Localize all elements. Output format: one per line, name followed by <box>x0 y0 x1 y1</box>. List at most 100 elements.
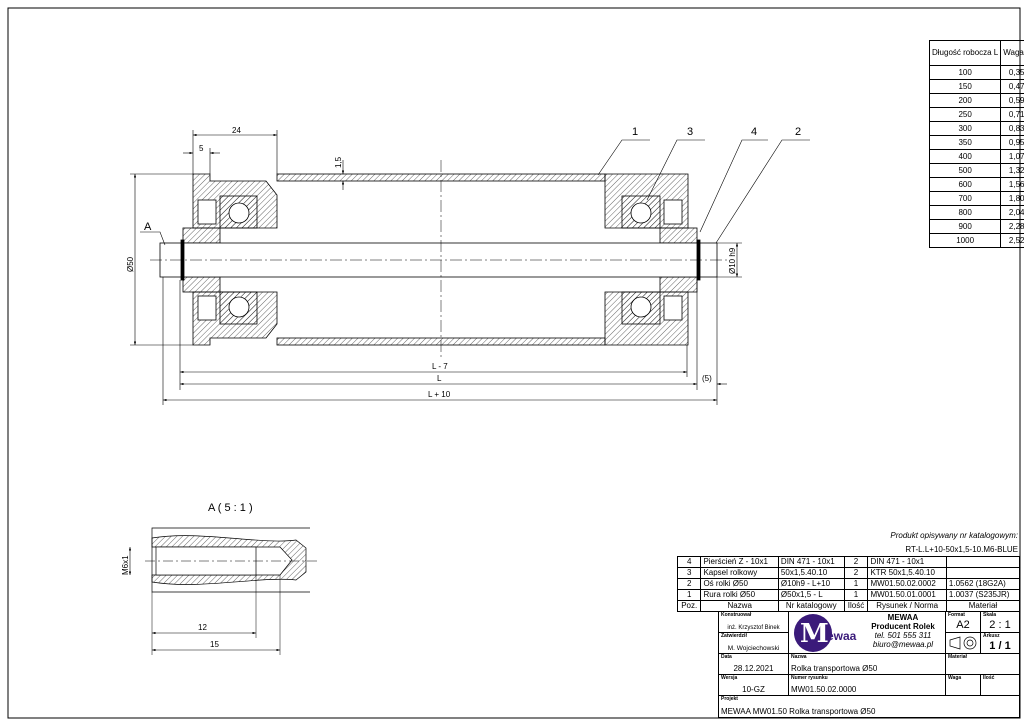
dim-gap-5: (5) <box>702 374 712 383</box>
length-cell: 700 <box>928 191 1002 206</box>
svg-text:M: M <box>800 619 829 649</box>
dim-l-minus-7: L - 7 <box>432 362 448 371</box>
sheet-format: A2 <box>956 619 970 631</box>
length-cell: 100 <box>928 65 1002 80</box>
label: Format <box>948 612 965 618</box>
catalog-number: RT-L.L+10-50x1,5-10.M6-BLUE <box>905 545 1018 554</box>
weight-cell: 1,07 kg <box>1000 149 1024 164</box>
part-qty: 2 <box>843 567 869 579</box>
callout-3: 3 <box>687 126 693 138</box>
weight-cell: 0,59 kg <box>1000 93 1024 108</box>
part-drawing: DIN 471 - 10x1 <box>867 556 947 568</box>
label: Numer rysunku <box>791 675 828 681</box>
company-phone: tel. 501 555 311 <box>874 631 932 640</box>
company-name: MEWAA <box>887 613 919 622</box>
part-qty: 2 <box>843 556 869 568</box>
projection-symbol-icon <box>945 632 981 654</box>
length-cell: 300 <box>928 121 1002 136</box>
header-pos: Poz. <box>676 600 702 612</box>
company-info: M ewaa MEWAA Producent Rolek tel. 501 55… <box>788 611 946 654</box>
dim-l-plus-10: L + 10 <box>428 390 451 399</box>
part-material <box>945 567 1021 579</box>
part-qty: 1 <box>843 578 869 590</box>
detail-title: A ( 5 : 1 ) <box>208 502 253 514</box>
weight-cell: 1,32 kg <box>1000 163 1024 178</box>
callout-4: 4 <box>751 126 757 138</box>
part-name: Pierścień Z - 10x1 <box>700 556 779 568</box>
dimensions <box>130 130 810 405</box>
scale: 2 : 1 <box>989 619 1011 631</box>
part-drawing: MW01.50.01.0001 <box>867 589 947 601</box>
dim-m6x1: M6x1 <box>121 555 130 575</box>
part-catalog: Ø50x1,5 - L <box>777 589 845 601</box>
weight-row: 1000,35 kg <box>928 65 1024 80</box>
length-cell: 250 <box>928 107 1002 122</box>
designer: inż. Krzysztof Binek <box>727 625 780 631</box>
sheet-number: 1 / 1 <box>989 640 1011 652</box>
header-name: Nazwa <box>700 600 779 612</box>
label: Materiał <box>948 654 967 660</box>
weight-cell: 2,28 kg <box>1000 219 1024 234</box>
weight-cell: 2,52 kg <box>1000 233 1024 248</box>
mewaa-logo: M ewaa <box>794 614 857 652</box>
length-cell: 600 <box>928 177 1002 192</box>
project-name: MEWAA MW01.50 Rolka transportowa Ø50 <box>721 707 876 716</box>
roller-section-view <box>150 160 730 360</box>
dim-5: 5 <box>199 144 204 153</box>
header-catalog: Nr katalogowy <box>777 600 845 612</box>
drawing-name: Rolka transportowa Ø50 <box>791 664 878 673</box>
svg-text:ewaa: ewaa <box>827 629 857 643</box>
callout-a: A <box>144 221 152 233</box>
weight-cell: 0,47 kg <box>1000 79 1024 94</box>
length-cell: 200 <box>928 93 1002 108</box>
dim-1-5: 1,5 <box>334 156 343 168</box>
length-cell: 400 <box>928 149 1002 164</box>
label: Ilość <box>983 675 995 681</box>
part-pos: 2 <box>676 578 702 590</box>
weight-cell: 1,80 kg <box>1000 191 1024 206</box>
length-cell: 900 <box>928 219 1002 234</box>
part-material <box>945 556 1021 568</box>
company-email: biuro@mewaa.pl <box>872 640 934 649</box>
header-weight: Waga rolki <box>1000 40 1024 66</box>
part-material: 1.0037 (S235JR) <box>945 589 1021 601</box>
version: 10-GZ <box>742 685 765 694</box>
header-material: Materiał <box>945 600 1021 612</box>
dim-24: 24 <box>232 126 241 135</box>
label: Skala <box>983 612 997 618</box>
header-length: Długość robocza L <box>928 40 1002 66</box>
dimension-labels: 24 5 1,5 Ø50 Ø10 h9 L - 7 L (5) L + 10 1… <box>126 126 801 399</box>
dim-12: 12 <box>198 623 207 632</box>
label: Arkusz <box>983 633 1000 639</box>
callout-2: 2 <box>795 126 801 138</box>
company-subtitle: Producent Rolek <box>871 622 935 631</box>
dim-l: L <box>437 374 442 383</box>
weight-cell: 0,35 kg <box>1000 65 1024 80</box>
part-name: Oś rolki Ø50 <box>700 578 779 590</box>
dim-15: 15 <box>210 640 219 649</box>
part-catalog: 50x1,5.40.10 <box>777 567 845 579</box>
part-pos: 4 <box>676 556 702 568</box>
part-pos: 1 <box>676 589 702 601</box>
approver: M. Wojciechowski <box>727 645 780 652</box>
label: Waga <box>948 675 962 681</box>
part-qty: 1 <box>843 589 869 601</box>
label: Zatwierdził <box>721 633 747 639</box>
dim-dia50: Ø50 <box>126 256 135 272</box>
part-name: Kapsel rolkowy <box>700 567 779 579</box>
